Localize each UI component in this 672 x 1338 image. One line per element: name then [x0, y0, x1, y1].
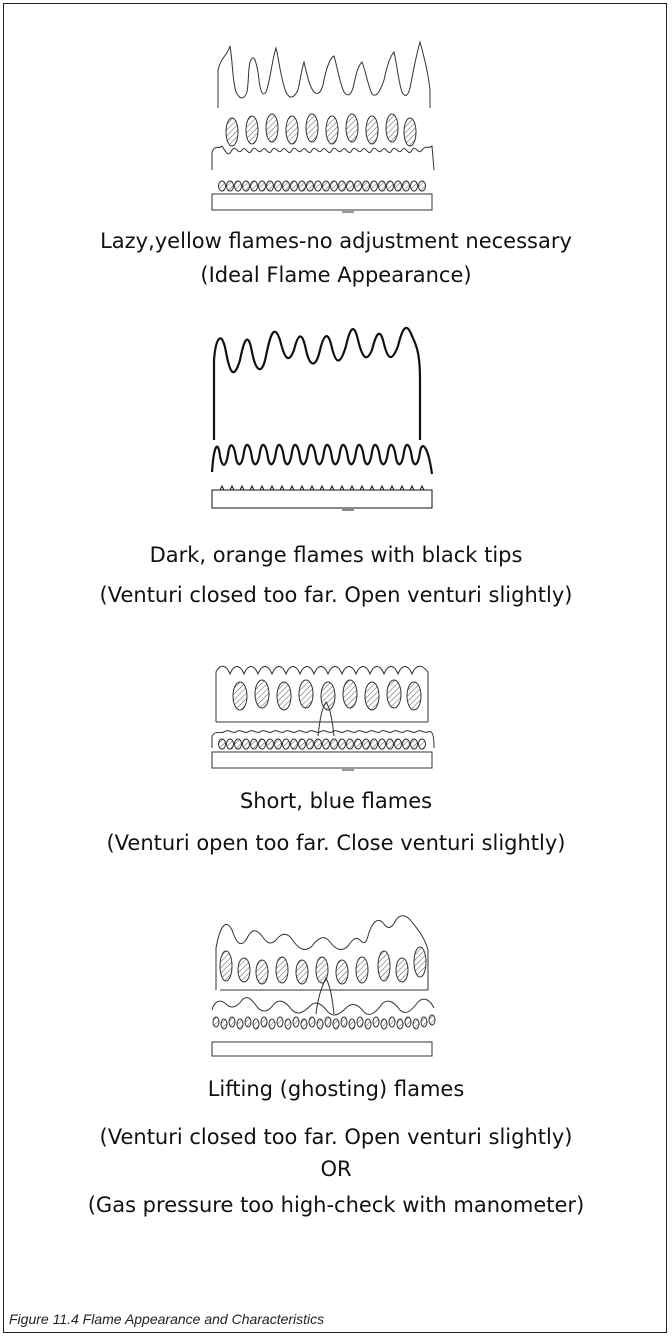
panel-4-note: (Venturi closed too far. Open venturi sl…: [99, 1125, 573, 1149]
mid-flame-outline-bold: [212, 445, 432, 474]
panel-2-note: (Venturi closed too far. Open venturi sl…: [99, 583, 573, 607]
burner-base: [212, 1042, 432, 1056]
mid-flame-outline: [212, 731, 434, 748]
panel-1-note: (Ideal Flame Appearance): [200, 263, 472, 287]
center-pilot-flame: [318, 702, 334, 736]
center-pilot-flame: [316, 978, 334, 1014]
burner-base: [212, 490, 432, 508]
short-blue-flames-illustration: [212, 666, 434, 770]
tall-flame-outline: [218, 42, 430, 108]
lazy-yellow-flames-illustration: [212, 42, 434, 212]
figure-frame: [3, 3, 667, 1333]
hatched-flames-row: [226, 114, 416, 146]
burner-base: [212, 752, 432, 768]
mid-flame-outline: [212, 146, 434, 170]
panel-2-heading: Dark, orange flames with black tips: [149, 543, 523, 567]
burner-base: [212, 194, 432, 210]
wavy-mid-flame-outline: [212, 998, 434, 1015]
panel-1-heading: Lazy,yellow flames-no adjustment necessa…: [100, 229, 572, 253]
burner-port-flames: [213, 1015, 435, 1029]
burner-ports: [220, 486, 424, 490]
hatched-flames-row: [233, 680, 421, 710]
tall-flame-outline-bold: [214, 328, 420, 440]
figure-caption: Figure 11.4 Flame Appearance and Charact…: [9, 1311, 325, 1327]
dark-orange-flames-illustration: [212, 328, 432, 510]
panel-3-heading: Short, blue flames: [239, 789, 433, 813]
burner-port-flames: [219, 739, 426, 749]
hatched-flames-row: [220, 947, 426, 984]
short-flame-outline: [216, 666, 428, 722]
panel-4-heading: Lifting (ghosting) flames: [207, 1077, 465, 1101]
panel-3-note: (Venturi open too far. Close venturi sli…: [106, 831, 566, 855]
panel-4-note-alt: (Gas pressure too high-check with manome…: [87, 1193, 585, 1217]
lifting-flame-outline: [216, 916, 428, 990]
burner-port-flames: [219, 181, 426, 191]
lifting-flames-illustration: [212, 916, 435, 1056]
panel-4-or-separator: OR: [320, 1157, 352, 1181]
